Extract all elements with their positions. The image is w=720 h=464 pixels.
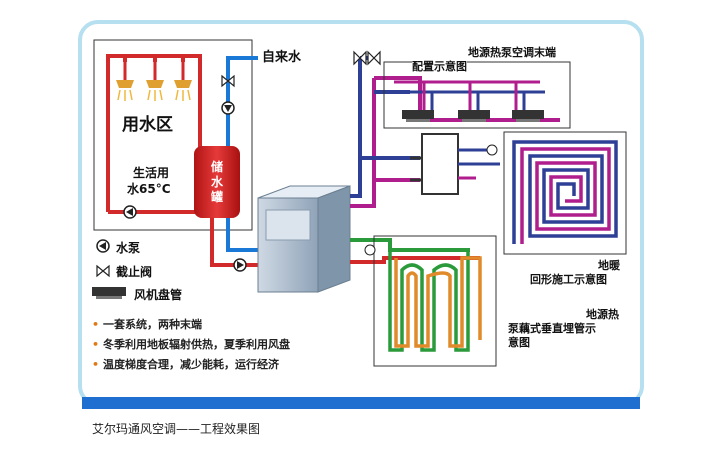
fan-coil-frame — [383, 61, 571, 129]
pump-icon — [233, 258, 247, 272]
floor-heating-spiral — [512, 140, 618, 244]
ground-source-terminal-label: 地源热泵空调末端 — [468, 46, 556, 59]
tank-label: 储 水 罐 — [209, 160, 225, 205]
feature-text: 一套系统，两种末端 — [103, 318, 203, 331]
bottom-bar — [82, 397, 640, 409]
caption: 艾尔玛通风空调——工程效果图 — [92, 422, 261, 436]
borehole-pipes — [388, 250, 482, 352]
fan-coil-icon — [512, 110, 544, 122]
valve-icon — [221, 74, 235, 88]
valve-icon — [353, 50, 367, 66]
manifold — [410, 133, 500, 195]
tank-char: 罐 — [210, 190, 223, 204]
pump-icon — [364, 244, 376, 256]
shower-heads — [116, 62, 192, 101]
diagram-suffix-label: 意图 — [508, 336, 530, 349]
borehole-frame — [373, 235, 497, 367]
domestic-water-label: 生活用 — [133, 166, 170, 180]
fan-coil-icon — [402, 110, 434, 122]
water-zone-frame — [93, 39, 253, 231]
feature-text: 温度梯度合理，减少能耗，运行经济 — [103, 358, 280, 371]
legend-valve-label: 截止阀 — [116, 265, 153, 279]
tank-char: 水 — [210, 175, 223, 189]
pump-icon — [221, 101, 235, 115]
heat-pump-unit — [257, 185, 351, 293]
fan-coil-pipes — [394, 80, 545, 112]
pump-icon — [123, 205, 137, 219]
ground-source-heat-label: 地源热 — [586, 308, 619, 321]
water-zone-label: 用水区 — [122, 115, 173, 135]
fan-coil-icon — [458, 110, 490, 122]
tank-char: 储 — [210, 160, 223, 174]
feature-text: 冬季利用地板辐射供热，夏季利用风盘 — [103, 338, 291, 351]
domestic-temp-label: 水65°C — [127, 182, 171, 196]
valve-icon — [367, 50, 381, 66]
valve-icon — [96, 264, 110, 278]
feature-item: •冬季利用地板辐射供热，夏季利用风盘 — [92, 338, 291, 351]
legend-pump-label: 水泵 — [116, 241, 141, 255]
floor-heating-frame — [503, 131, 627, 255]
config-diagram-label: 配置示意图 — [412, 58, 467, 74]
legend-fan-coil-label: 风机盘管 — [134, 288, 183, 302]
feature-item: •温度梯度合理，减少能耗，运行经济 — [92, 358, 280, 371]
tap-water-label: 自来水 — [262, 50, 302, 65]
spiral-diagram-label: 回形施工示意图 — [530, 273, 607, 286]
cold-water-pipe — [226, 56, 258, 252]
fan-coil-icon — [92, 287, 126, 299]
pump-icon — [486, 144, 498, 156]
feature-item: •一套系统，两种末端 — [92, 318, 203, 331]
terminal-pipes — [350, 56, 560, 264]
storage-tank — [194, 146, 240, 218]
floor-heating-label: 地暖 — [598, 259, 620, 272]
lotus-pipe-label: 泵藕式垂直埋管示 — [508, 322, 596, 335]
pump-icon — [96, 239, 110, 253]
